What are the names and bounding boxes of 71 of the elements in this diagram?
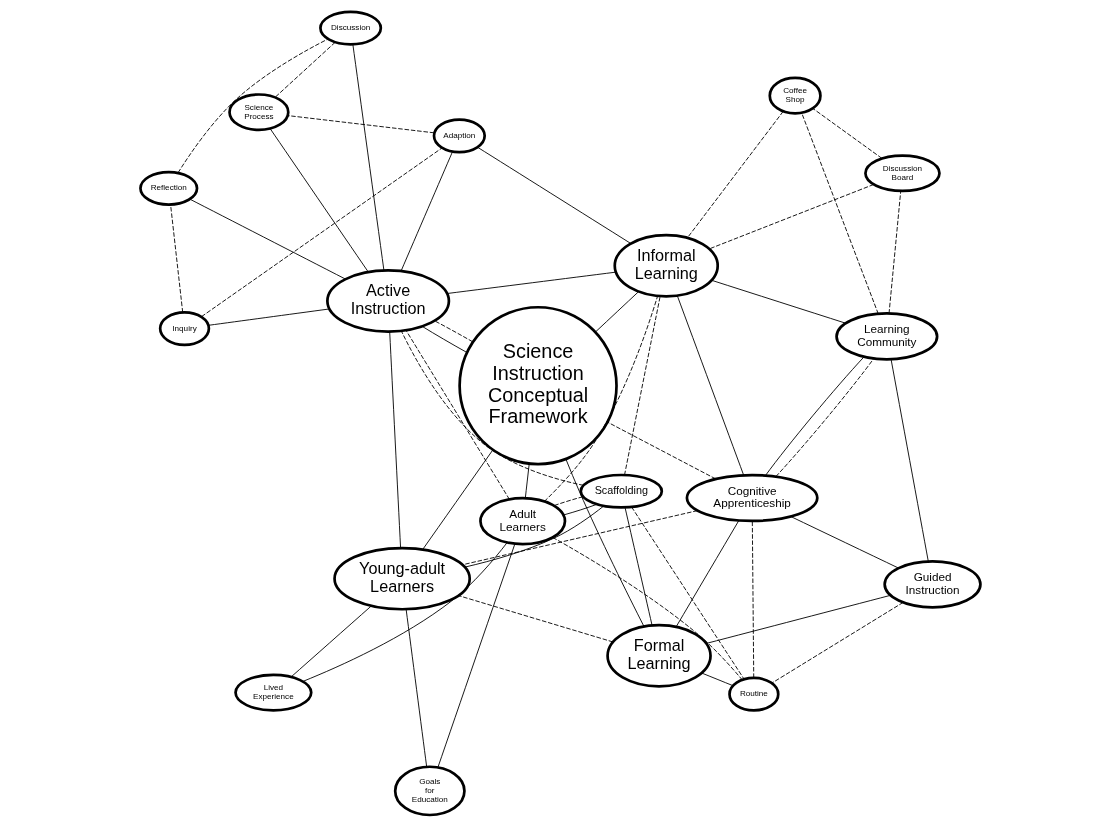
connector [433, 320, 473, 343]
connector [606, 421, 716, 480]
node-ellipse: Adult Learners [478, 496, 566, 546]
node-ellipse: Reflection [138, 170, 198, 206]
connector [543, 295, 658, 502]
connector [421, 449, 493, 550]
connector [400, 330, 584, 486]
connector [207, 308, 330, 326]
connector [464, 505, 604, 568]
connector [405, 608, 427, 767]
connector [700, 672, 733, 687]
connector [771, 602, 903, 684]
connector [676, 295, 744, 476]
connector [710, 279, 846, 324]
node-circle: Science Instruction Conceptual Framework [457, 305, 618, 466]
connector [888, 190, 901, 314]
node-ellipse: Formal Learning [605, 623, 712, 688]
node-ellipse: Informal Learning [612, 233, 719, 298]
connector [269, 128, 369, 273]
connector [811, 108, 882, 159]
node-ellipse: Learning Community [834, 312, 938, 361]
node-ellipse: Scaffolding [578, 473, 663, 509]
connector [800, 112, 879, 315]
node-ellipse: Routine [727, 676, 780, 712]
connector [351, 43, 384, 271]
node-ellipse: Science Process [227, 93, 290, 132]
connector [461, 510, 698, 566]
node-ellipse: Lived Experience [233, 673, 313, 712]
connector [405, 330, 510, 500]
connector [775, 358, 874, 477]
connector [686, 111, 783, 239]
connector [290, 605, 372, 678]
connector [890, 359, 929, 562]
connector [552, 496, 583, 507]
connector [388, 331, 401, 549]
connector [751, 520, 754, 679]
connector [287, 115, 434, 134]
connector [188, 198, 346, 280]
connector [623, 296, 661, 476]
connector [476, 146, 631, 244]
node-ellipse: Cognitive Apprenticeship [685, 473, 819, 523]
connector [274, 41, 335, 98]
node-ellipse: Young-adult Learners [332, 546, 471, 611]
connector [200, 147, 443, 317]
node-ellipse: Adaption [432, 118, 486, 154]
connector [302, 542, 508, 682]
connector [562, 503, 597, 516]
connector [708, 184, 874, 250]
node-ellipse: Discussion Board [863, 154, 941, 193]
connector [764, 356, 864, 476]
connector [675, 520, 739, 628]
connector [624, 507, 652, 626]
connector [789, 516, 899, 569]
node-ellipse: Coffee Shop [767, 76, 822, 115]
connector [437, 543, 515, 768]
connector [594, 291, 639, 333]
node-ellipse: Discussion [318, 10, 382, 46]
connector [177, 38, 329, 174]
connector [524, 463, 530, 499]
connector [400, 151, 453, 272]
connector [565, 458, 644, 627]
connector [630, 506, 745, 680]
connector [457, 595, 613, 643]
node-ellipse: Inquiry [158, 310, 210, 347]
connector [421, 325, 467, 353]
node-ellipse: Active Instruction [325, 269, 450, 333]
connector [446, 271, 616, 294]
connector [705, 594, 891, 644]
connector [169, 204, 183, 313]
node-ellipse: Guided Instruction [882, 560, 982, 609]
node-ellipse: Goals for Education [393, 765, 466, 817]
